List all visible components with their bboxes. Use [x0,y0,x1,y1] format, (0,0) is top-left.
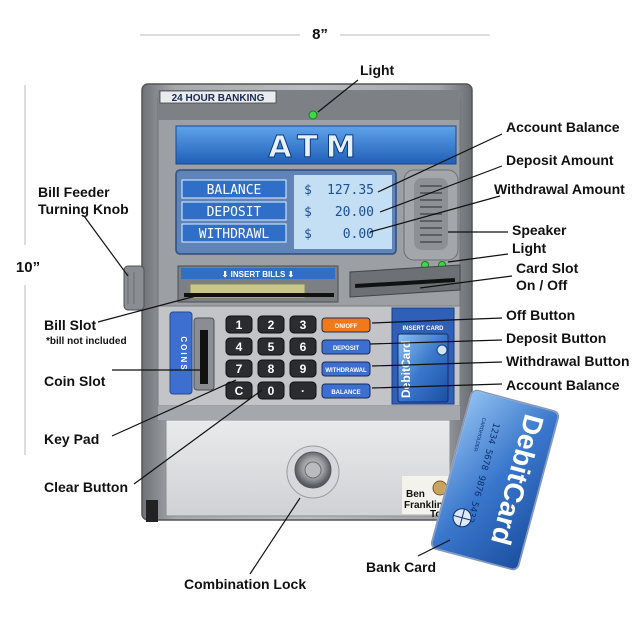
callout-bank-card: Bank Card [366,559,436,575]
screen-row-value: 0.00 [343,227,374,242]
keypad-key[interactable]: 6 [289,337,317,356]
deposit-button[interactable]: DEPOSIT [321,339,371,355]
function-button-label: WITHDRAWAL [325,368,367,374]
combination-lock[interactable] [286,445,340,499]
width-label: 8” [312,26,328,43]
bank-card[interactable]: DebitCard 1234 5678 9876 5432 CARDHOLDER [430,389,560,571]
callout-balance-button: Account Balance [506,377,620,393]
function-button-label: BALANCE [331,390,360,396]
screen-row-currency: $ [304,183,312,198]
callout-speaker: Speaker [512,222,567,238]
keypad-key[interactable]: 2 [257,315,285,334]
keypad-key[interactable]: 4 [225,337,253,356]
keypad-key[interactable]: 3 [289,315,317,334]
bill-slot[interactable]: ⬇ INSERT BILLS ⬇ [177,265,339,303]
screen-row-box [181,179,287,199]
screen-row-label: WITHDRAWL [199,227,270,242]
function-button-label: DEPOSIT [333,346,360,352]
left-callouts: Bill Feeder Turning Knob Bill Slot *bill… [38,184,129,495]
callout-bill-note: *bill not included [46,336,127,347]
callout-coin-slot: Coin Slot [44,373,106,389]
withdrawal-button[interactable]: WITHDRAWAL [321,361,371,377]
keypad-key[interactable]: 8 [257,359,285,378]
coins-label: COINS [179,336,188,371]
screen-row-label: DEPOSIT [207,205,262,220]
callout-on-off: On / Off [516,277,568,293]
bottom-callouts: Combination Lock Bank Card [184,559,436,592]
keypad-key-label: 7 [236,362,243,376]
right-callouts: Light Account Balance Deposit Amount Wit… [360,62,630,393]
keypad-key-label: 4 [236,340,243,354]
bill-feeder-knob[interactable] [123,265,145,311]
on-off-button[interactable]: ON/OFF [321,317,371,333]
insert-card-label: INSERT CARD [402,326,444,332]
function-button-label: ON/OFF [335,324,358,330]
screen-row-value: 20.00 [335,205,374,220]
keypad-key-label: · [301,384,305,398]
callout-withdrawal-button: Withdrawal Button [506,353,630,369]
panel-card-brand: DebitCard [399,341,413,398]
callout-bill-feeder: Bill Feeder [38,184,110,200]
screen-row-box [181,201,287,221]
keypad-key[interactable]: · [289,381,317,400]
keypad-key-label: 9 [300,362,307,376]
keypad-key[interactable]: 1 [225,315,253,334]
callout-account-balance: Account Balance [506,119,620,135]
card-holder-panel: INSERT CARD DebitCard [391,307,455,405]
keypad-key-label: 2 [268,318,275,332]
callout-key-pad: Key Pad [44,431,99,447]
banner-text: 24 HOUR BANKING [172,93,265,104]
atm-title: ATM [268,130,363,165]
callout-card-slot: Card Slot [516,260,579,276]
function-buttons: ON/OFF DEPOSIT WITHDRAWAL BALANCE [321,317,371,399]
keypad-key[interactable]: 5 [257,337,285,356]
keypad-key[interactable]: 9 [289,359,317,378]
callout-off-button: Off Button [506,307,575,323]
balance-button[interactable]: BALANCE [321,383,371,399]
screen-row-value: 127.35 [327,183,374,198]
callout-turning-knob: Turning Knob [38,201,129,217]
screen-row-currency: $ [304,205,312,220]
height-label: 10” [16,259,40,276]
callout-top-light: Light [360,62,395,78]
keypad: 1 2 3 4 5 6 7 8 9C 0 · [225,315,317,400]
screen-row-currency: $ [304,227,312,242]
svg-text:Ben: Ben [406,489,425,500]
screen-row-label: BALANCE [207,183,262,198]
callout-combination-lock: Combination Lock [184,576,306,592]
callout-deposit-amount: Deposit Amount [506,152,614,168]
keypad-key-label: C [235,384,244,398]
keypad-key[interactable]: 7 [225,359,253,378]
height-dimension: 10” [16,85,40,455]
keypad-key-label: 1 [236,318,243,332]
keypad-key[interactable]: 0 [257,381,285,400]
callout-deposit-button: Deposit Button [506,330,606,346]
top-light [308,110,318,120]
coin-slot-panel: COINS [169,311,215,395]
keypad-key-label: 0 [268,384,275,398]
keypad-key-label: 3 [300,318,307,332]
svg-text:Franklin: Franklin [404,500,443,511]
callout-card-light: Light [512,240,547,256]
screen-row-box [181,223,287,243]
atm-header: ATM [175,125,457,166]
width-dimension: 8” [140,26,490,43]
keypad-key-label: 8 [268,362,275,376]
leader-lines [83,79,513,575]
keypad-key[interactable]: C [225,381,253,400]
keypad-key-label: 5 [268,340,275,354]
keypad-key-label: 6 [300,340,307,354]
insert-bills-label: ⬇ INSERT BILLS ⬇ [222,270,295,279]
callout-withdrawal-amount: Withdrawal Amount [494,181,625,197]
callout-clear-button: Clear Button [44,479,128,495]
callout-bill-slot: Bill Slot [44,317,96,333]
card-slot[interactable] [349,264,461,298]
